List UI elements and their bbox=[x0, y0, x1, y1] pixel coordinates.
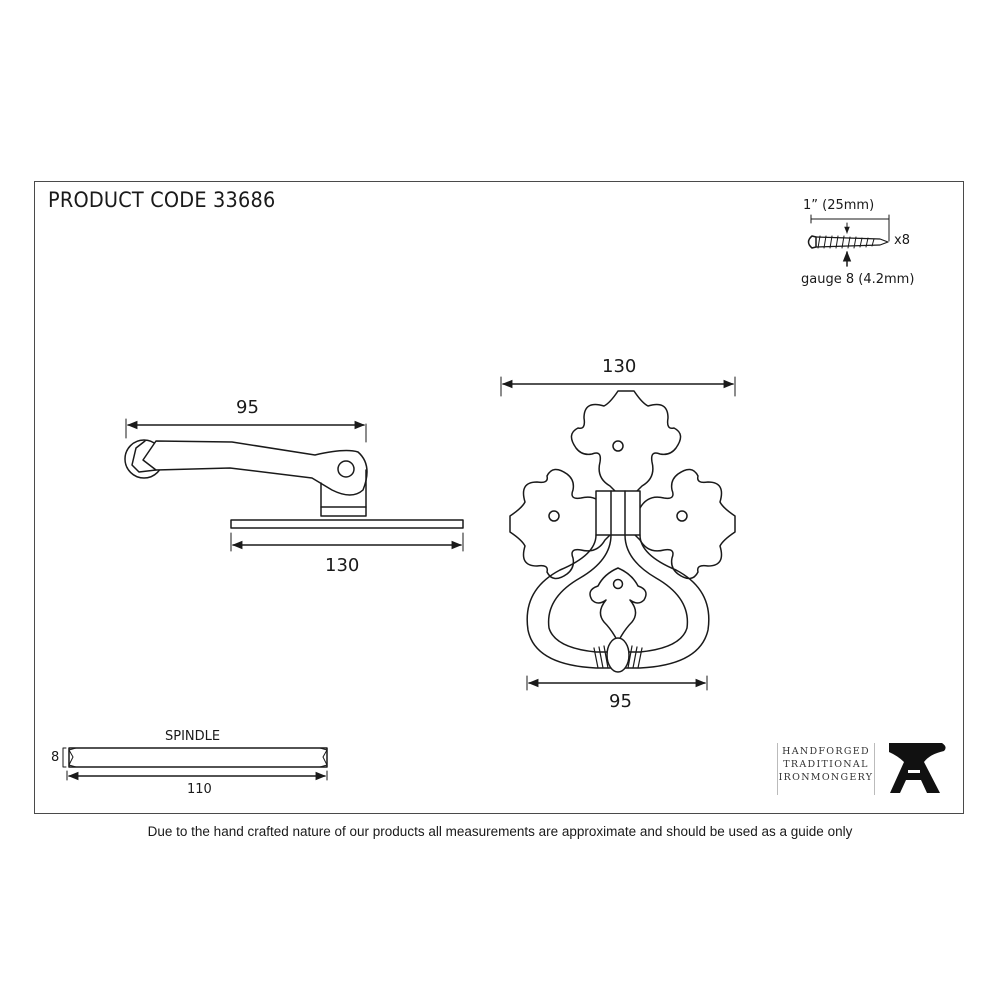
spindle-thickness-dimension: 8 bbox=[51, 750, 60, 765]
handle-length-dimension: 95 bbox=[236, 397, 259, 418]
screw-icon bbox=[807, 214, 890, 267]
product-code-title: PRODUCT CODE 33686 bbox=[48, 188, 276, 212]
spindle-drawing bbox=[62, 747, 328, 781]
brand-line-3: IRONMONGERY bbox=[778, 772, 874, 783]
spindle-label: SPINDLE bbox=[165, 729, 221, 744]
screw-quantity-label: x8 bbox=[894, 233, 910, 248]
brand-line-2: TRADITIONAL bbox=[783, 759, 869, 770]
ring-width-dimension: 95 bbox=[609, 691, 632, 712]
spindle-length-dimension: 110 bbox=[187, 782, 212, 797]
disclaimer-note: Due to the hand crafted nature of our pr… bbox=[147, 824, 853, 839]
anvil-icon bbox=[889, 743, 946, 793]
front-view-ring-pull bbox=[500, 376, 736, 691]
brand-line-1: HANDFORGED bbox=[782, 746, 870, 757]
backplate-width-dimension: 130 bbox=[602, 356, 637, 377]
side-view-handle bbox=[124, 418, 464, 552]
drawing-frame bbox=[34, 181, 964, 814]
screw-length-label: 1” (25mm) bbox=[803, 198, 875, 213]
screw-gauge-label: gauge 8 (4.2mm) bbox=[801, 272, 915, 287]
brand-tagline: HANDFORGED TRADITIONAL IRONMONGERY bbox=[777, 743, 875, 795]
plate-length-dimension: 130 bbox=[325, 555, 360, 576]
